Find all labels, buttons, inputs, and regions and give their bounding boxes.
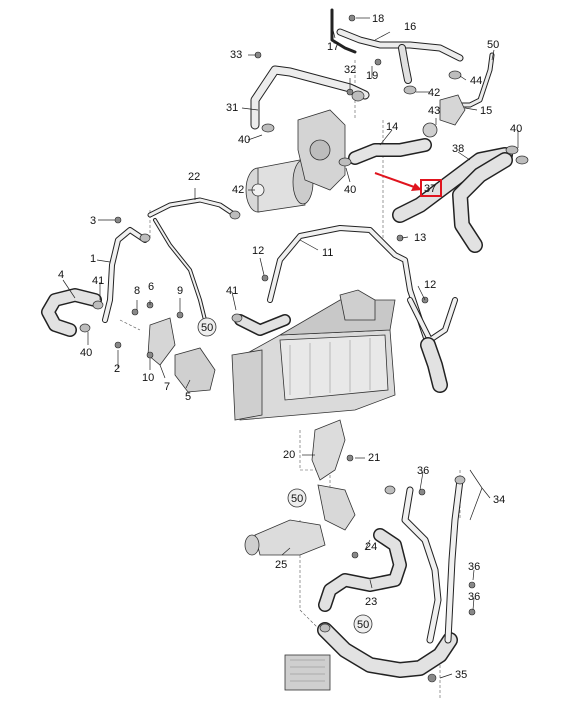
callout-41a: 41 <box>92 275 104 287</box>
thermostat-housing <box>422 94 466 138</box>
callout-13: 13 <box>414 232 426 244</box>
throttle-body <box>245 109 346 213</box>
callout-19: 19 <box>366 70 378 82</box>
callout-25: 25 <box>275 559 287 571</box>
callout-50c-circle <box>353 614 373 634</box>
callout-1: 1 <box>90 253 96 265</box>
callout-9: 9 <box>177 285 183 297</box>
callout-7: 7 <box>164 381 170 393</box>
callout-20: 20 <box>283 449 295 461</box>
callout-50: 50 <box>487 39 499 51</box>
bolts <box>114 14 476 683</box>
water-pump-25 <box>244 519 326 556</box>
callout-5: 5 <box>185 391 191 403</box>
egr-cooler <box>231 289 396 421</box>
callout-37-box <box>420 179 442 197</box>
callout-36a: 36 <box>417 465 429 477</box>
callout-32: 32 <box>344 64 356 76</box>
callout-42b: 42 <box>232 184 244 196</box>
callout-33: 33 <box>230 49 242 61</box>
clamps <box>79 70 529 633</box>
callout-2: 2 <box>114 363 120 375</box>
callout-34: 34 <box>493 494 505 506</box>
callout-38: 38 <box>452 143 464 155</box>
callout-3: 3 <box>90 215 96 227</box>
callout-4: 4 <box>58 269 64 281</box>
callout-21: 21 <box>368 452 380 464</box>
leader-lines <box>62 17 519 679</box>
callout-16: 16 <box>404 21 416 33</box>
callout-labels: 1 2 3 4 5 6 7 8 9 10 11 12 12 13 14 15 1… <box>58 13 522 681</box>
callout-14: 14 <box>386 121 398 133</box>
callout-40a: 40 <box>238 134 250 146</box>
callout-22: 22 <box>188 171 200 183</box>
callout-40c: 40 <box>80 347 92 359</box>
connector-20 <box>311 419 356 531</box>
callout-10: 10 <box>142 372 154 384</box>
callout-36c: 36 <box>468 591 480 603</box>
callout-11: 11 <box>322 247 333 259</box>
callout-44: 44 <box>470 75 482 87</box>
callout-17: 17 <box>327 41 339 53</box>
callout-8: 8 <box>134 285 140 297</box>
highlight-arrow <box>374 172 422 191</box>
callout-35: 35 <box>455 669 467 681</box>
callout-50a: 50 <box>201 322 213 334</box>
callout-42a: 42 <box>428 87 440 99</box>
callout-18: 18 <box>372 13 384 25</box>
callout-31: 31 <box>226 102 238 114</box>
callout-23: 23 <box>365 596 377 608</box>
callout-24: 24 <box>365 541 377 553</box>
callout-12b: 12 <box>424 279 436 291</box>
callout-6: 6 <box>148 281 154 293</box>
callout-50b: 50 <box>291 493 303 505</box>
component-5 <box>174 347 216 393</box>
callout-43: 43 <box>428 105 440 117</box>
callout-37: 37 <box>424 183 436 195</box>
callout-50a-circle <box>197 317 217 337</box>
callout-40b: 40 <box>344 184 356 196</box>
callout-36b: 36 <box>468 561 480 573</box>
callout-50b-circle <box>287 488 307 508</box>
callout-40d: 40 <box>510 123 522 135</box>
oil-cooler <box>284 654 331 691</box>
callout-50c: 50 <box>357 619 369 631</box>
callout-15: 15 <box>480 105 492 117</box>
bracket-7 <box>147 317 176 366</box>
callout-12a: 12 <box>252 245 264 257</box>
hoses <box>41 8 513 678</box>
callout-41b: 41 <box>226 285 238 297</box>
